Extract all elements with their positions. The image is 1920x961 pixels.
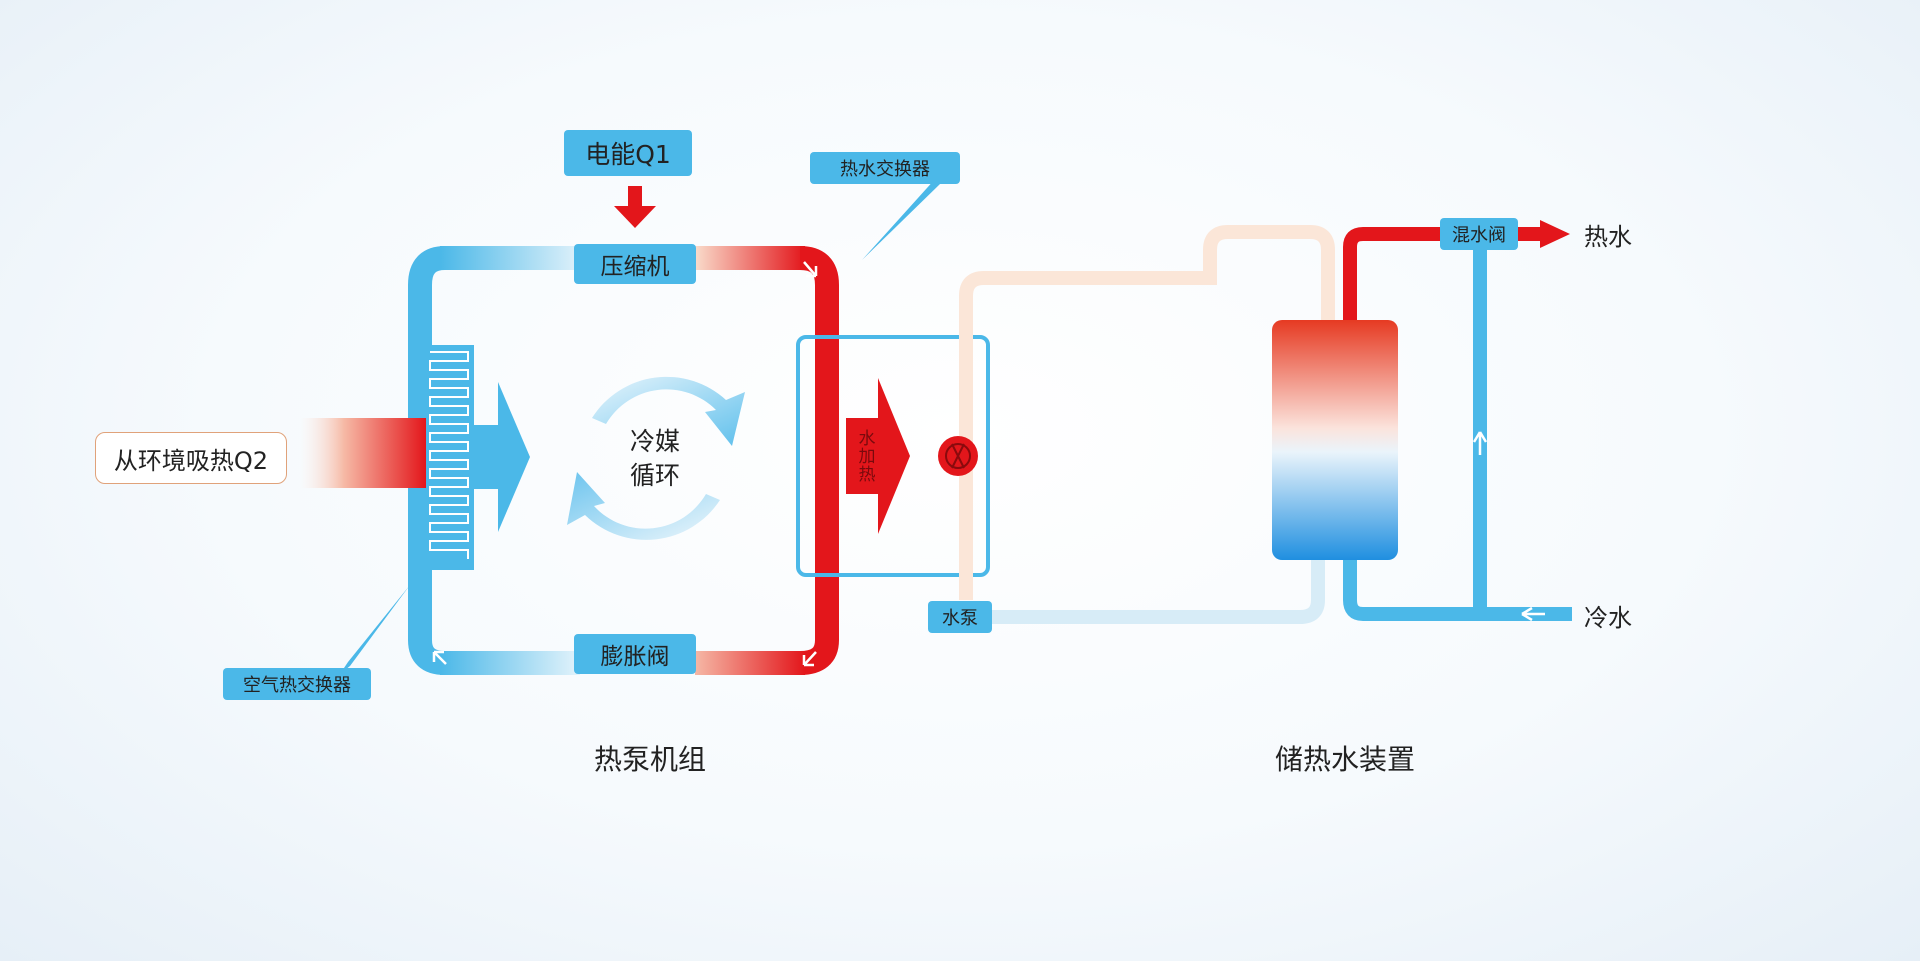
loop-top-right-pipe: [695, 246, 805, 270]
hot-water-arrow-icon: [1540, 220, 1570, 248]
absorb-heat-label: 从环境吸热Q2: [95, 432, 287, 484]
air-heat-exchanger-coil: [424, 345, 474, 570]
cold-water-inlet-pipe: [1343, 560, 1572, 621]
loop-top-left-pipe: [440, 246, 580, 270]
cold-water-label: 冷水: [1584, 603, 1632, 632]
exchanger-callout-pointer: [862, 172, 948, 260]
water-circuit: [959, 220, 1572, 624]
hot-water-storage-caption: 储热水装置: [1274, 743, 1415, 776]
hot-water-exchanger-label: 热水交换器: [810, 152, 960, 184]
coil-icon: [429, 351, 469, 559]
bypass-arrow-icon: [1472, 431, 1488, 455]
hot-water-exchanger-box: [796, 335, 990, 577]
pale-water-pipe: [959, 225, 1335, 600]
refrigerant-cycle-line1: 冷媒: [629, 427, 680, 456]
hot-water-outlet-pipe: [1343, 227, 1540, 330]
air-exchanger-callout-pointer: [340, 585, 410, 674]
absorbed-heat-gradient: [300, 418, 426, 488]
storage-tank: [1272, 320, 1398, 560]
electric-energy-label: 电能Q1: [564, 130, 692, 176]
water-heating-label: 水加热: [854, 429, 875, 483]
compressor-label: 压缩机: [574, 244, 696, 284]
cold-arrow-icon: [1521, 606, 1545, 622]
loop-bottom-right-pipe: [695, 651, 805, 675]
air-heat-exchanger-label: 空气热交换器: [223, 668, 371, 700]
loop-right-pipe: [799, 246, 839, 675]
hot-water-label: 热水: [1584, 222, 1632, 251]
heat-pump-unit-caption: 热泵机组: [593, 743, 706, 776]
flow-arrow-icon: [803, 261, 818, 278]
flow-arrow-icon: [432, 650, 447, 665]
loop-bottom-left-pipe: [440, 651, 580, 675]
water-heating-arrow-icon: [846, 378, 910, 534]
water-pump-icon: [938, 436, 978, 476]
water-pump-label: 水泵: [928, 601, 992, 633]
mixing-valve-label: 混水阀: [1440, 218, 1518, 250]
cycle-arrows-icon: [567, 376, 745, 540]
heat-flow-arrow-icon: [470, 382, 530, 532]
expansion-valve-label: 膨胀阀: [574, 634, 696, 674]
return-water-pipe: [985, 560, 1325, 624]
energy-down-arrow-icon: [614, 186, 656, 228]
flow-arrow-icon: [802, 651, 817, 667]
refrigerant-cycle-line2: 循环: [629, 461, 680, 490]
